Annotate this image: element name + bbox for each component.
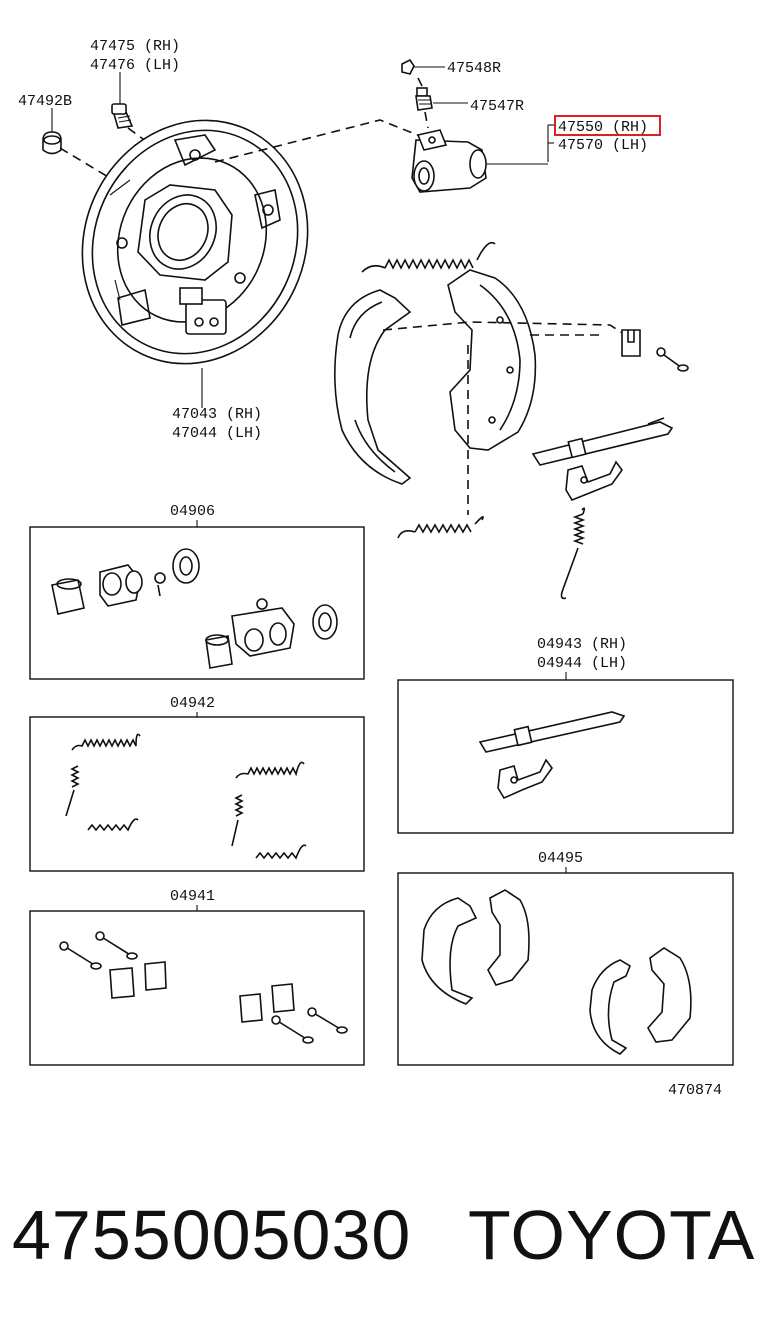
- upper-return-spring-icon: [361, 241, 496, 273]
- kit-box-04942: [29, 716, 365, 872]
- kit-label-04495: 04495: [538, 850, 583, 867]
- part-number: 4755005030: [12, 1196, 412, 1274]
- brake-shoe-left-icon: [334, 289, 412, 485]
- label-47547r: 47547R: [470, 98, 524, 115]
- bleeder-screw-47547r-icon: [415, 87, 433, 111]
- adjuster-kit-parts-icon: [478, 711, 626, 800]
- parking-lever-icon: [565, 460, 623, 501]
- label-47550[interactable]: 47550 (RH): [558, 119, 648, 136]
- lower-return-spring-icon: [397, 516, 484, 539]
- cylinder-kit-parts-icon: [51, 548, 338, 669]
- hold-down-pin-icon: [656, 347, 689, 372]
- kit-label-04942: 04942: [170, 695, 215, 712]
- figure-number: 470874: [668, 1082, 722, 1099]
- shoe-set-parts-icon: [421, 889, 692, 1055]
- label-47570: 47570 (LH): [558, 137, 648, 154]
- brake-exploded-diagram: 47475 (RH) 47476 (LH) 47492B 47548R 4754…: [18, 38, 734, 1099]
- brake-shoe-right-icon: [447, 269, 537, 451]
- kit-label-04944: 04944 (LH): [537, 655, 627, 672]
- label-47043: 47043 (RH): [172, 406, 262, 423]
- kit-label-04943: 04943 (RH): [537, 636, 627, 653]
- label-47492b: 47492B: [18, 93, 72, 110]
- bleeder-cap-47548r-icon: [401, 58, 415, 75]
- adjusting-spring-icon: [560, 507, 586, 600]
- hold-down-cup-icon: [621, 329, 641, 357]
- kit-box-04941: [29, 910, 365, 1066]
- label-47044: 47044 (LH): [172, 425, 262, 442]
- highlight-box[interactable]: [554, 115, 661, 136]
- label-47548r: 47548R: [447, 60, 501, 77]
- kit-box-04943: [397, 679, 734, 834]
- brand-name: TOYOTA: [468, 1196, 756, 1274]
- kit-box-04906: [29, 526, 365, 680]
- kit-label-04906: 04906: [170, 503, 215, 520]
- hold-down-kit-parts-icon: [59, 931, 348, 1044]
- adjuster-strut-icon: [531, 417, 674, 466]
- label-47476: 47476 (LH): [90, 57, 180, 74]
- nut-47492b-icon: [42, 131, 62, 155]
- bolt-47475-icon: [111, 103, 134, 129]
- backing-plate-icon: [81, 119, 309, 365]
- label-47475: 47475 (RH): [90, 38, 180, 55]
- wheel-cylinder-47550-icon[interactable]: [411, 129, 487, 193]
- kit-label-04941: 04941: [170, 888, 215, 905]
- spring-kit-parts-icon: [65, 733, 307, 860]
